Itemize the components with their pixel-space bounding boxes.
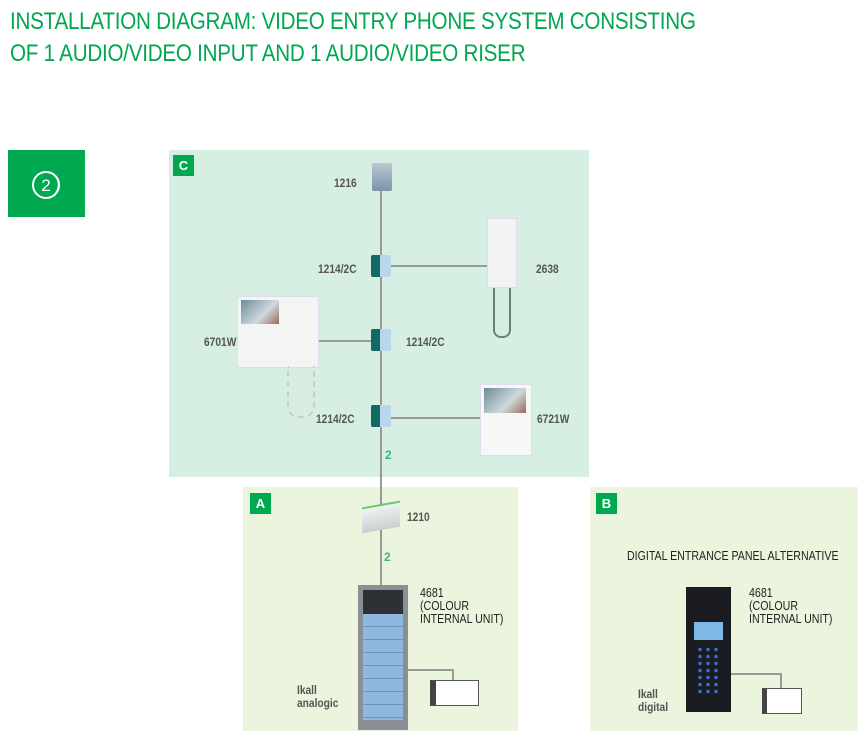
panel-desc-2: INTERNAL UNIT): [420, 612, 504, 626]
video-monitor-6721w: [480, 384, 532, 456]
panel-desc-1: (COLOUR: [749, 599, 799, 613]
panel-code: 4681: [749, 586, 773, 600]
wire-to-2638: [390, 265, 487, 267]
label-6701w: 6701W: [204, 335, 237, 349]
zone-b-tag: B: [596, 493, 617, 514]
audio-phone-2638: [487, 218, 517, 288]
electric-lock-b: [762, 688, 802, 714]
zone-a-tag: A: [250, 493, 271, 514]
entrance-panel-digital: [686, 587, 731, 712]
display: [694, 622, 723, 640]
wire-to-lock-b: [731, 673, 781, 675]
svg-text:2: 2: [41, 176, 50, 195]
name-2: digital: [638, 700, 669, 714]
phone-cord: [493, 288, 511, 338]
keypad: [696, 646, 721, 696]
monitor-screen: [484, 388, 526, 413]
step-badge: 2: [8, 150, 85, 217]
name-1: Ikall: [297, 683, 317, 697]
name-buttons: [363, 614, 403, 720]
splitter-3: [371, 405, 391, 427]
wire-to-6701w: [314, 340, 372, 342]
wire-count-c: 2: [385, 448, 392, 462]
power-supply-1216: [372, 163, 392, 191]
panel-desc-1: (COLOUR: [420, 599, 470, 613]
handset-cord: [287, 366, 315, 418]
page-title: INSTALLATION DIAGRAM: VIDEO ENTRY PHONE …: [10, 6, 696, 70]
label-1210: 1210: [407, 510, 430, 524]
electric-lock-a: [430, 680, 479, 706]
camera-module: [363, 590, 403, 614]
panel-code: 4681: [420, 586, 444, 600]
wire-to-lock-a: [408, 669, 453, 671]
zone-c-tag: C: [173, 155, 194, 176]
wire-to-6721w: [390, 417, 480, 419]
title-line-2: OF 1 AUDIO/VIDEO INPUT AND 1 AUDIO/VIDEO…: [10, 40, 526, 67]
wire-to-lock-a-drop: [452, 669, 454, 680]
wire-count-a: 2: [384, 550, 391, 564]
monitor-screen: [241, 300, 279, 324]
step-number-icon: 2: [32, 171, 60, 199]
title-line-1: INSTALLATION DIAGRAM: VIDEO ENTRY PHONE …: [10, 8, 696, 35]
name-2: analogic: [297, 696, 339, 710]
label-splitter-2: 1214/2C: [406, 335, 445, 349]
panel-desc-2: INTERNAL UNIT): [749, 612, 833, 626]
label-6721w: 6721W: [537, 412, 570, 426]
name-1: Ikall: [638, 687, 658, 701]
label-splitter-3: 1214/2C: [316, 412, 355, 426]
riser-wire: [380, 185, 382, 585]
label-1216: 1216: [334, 176, 357, 190]
label-2638: 2638: [536, 262, 559, 276]
splitter-1: [371, 255, 391, 277]
label-splitter-1: 1214/2C: [318, 262, 357, 276]
zone-b-heading: DIGITAL ENTRANCE PANEL ALTERNATIVE: [627, 549, 839, 563]
entrance-panel-analogic: [358, 585, 408, 730]
splitter-2: [371, 329, 391, 351]
wire-to-lock-b-drop: [780, 673, 782, 688]
video-monitor-6701w: [237, 296, 319, 368]
